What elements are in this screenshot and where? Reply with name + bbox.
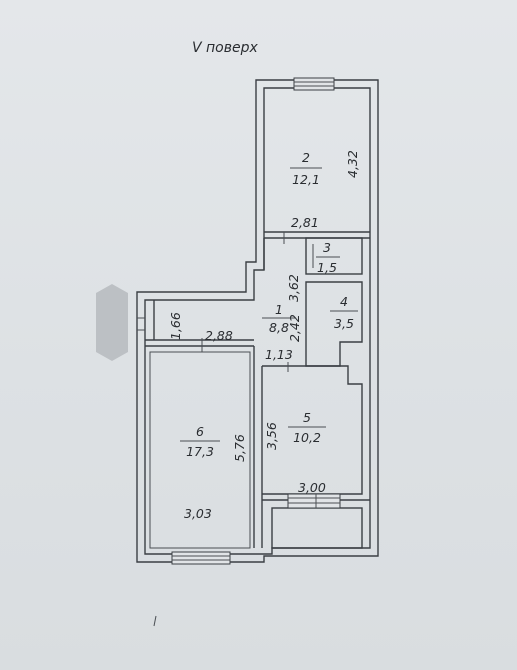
floor-title: V поверх: [192, 40, 258, 56]
room-4-label: 4 3,5: [330, 294, 358, 331]
dim-1-13: 1,13: [265, 347, 293, 362]
dim-4-32: 4,32: [345, 150, 360, 178]
svg-text:6: 6: [196, 424, 204, 439]
svg-text:10,2: 10,2: [293, 430, 321, 445]
dim-2-88: 2,88: [205, 328, 233, 343]
dim-2-42: 2,42: [287, 314, 302, 342]
room-2-label: 2 12,1: [290, 150, 322, 187]
room-6-walls: [149, 346, 263, 549]
blur-patch: [96, 284, 128, 361]
svg-text:3,5: 3,5: [334, 316, 354, 331]
dim-3-62: 3,62: [286, 274, 301, 302]
svg-text:4: 4: [340, 294, 348, 309]
window-bottom: [171, 551, 231, 565]
dim-3-00: 3,00: [298, 480, 326, 495]
svg-text:3: 3: [323, 240, 331, 255]
svg-text:1,5: 1,5: [317, 260, 337, 275]
window-left: [137, 317, 145, 331]
room-5-label: 5 10,2: [288, 410, 326, 445]
balcony: [271, 493, 363, 549]
room-3-walls: [305, 237, 363, 275]
window-top: [293, 77, 335, 91]
room-1-label: 1 8,8: [262, 302, 296, 335]
dim-5-76: 5,76: [232, 434, 247, 462]
room-3-label: 3 1,5: [316, 240, 340, 275]
svg-text:12,1: 12,1: [292, 172, 320, 187]
dim-1-66: 1,66: [168, 312, 183, 340]
svg-text:5: 5: [303, 410, 311, 425]
dim-3-56: 3,56: [264, 422, 279, 450]
room-6-label: 6 17,3: [180, 424, 220, 459]
svg-text:17,3: 17,3: [186, 444, 214, 459]
dim-3-03: 3,03: [184, 506, 212, 521]
svg-text:1: 1: [275, 302, 283, 317]
svg-text:8,8: 8,8: [269, 320, 289, 335]
outer-walls: [136, 79, 379, 563]
room-1-walls: [145, 238, 265, 352]
dim-2-81: 2,81: [291, 215, 319, 230]
pencil-mark: [153, 615, 157, 627]
svg-text:2: 2: [302, 150, 310, 165]
